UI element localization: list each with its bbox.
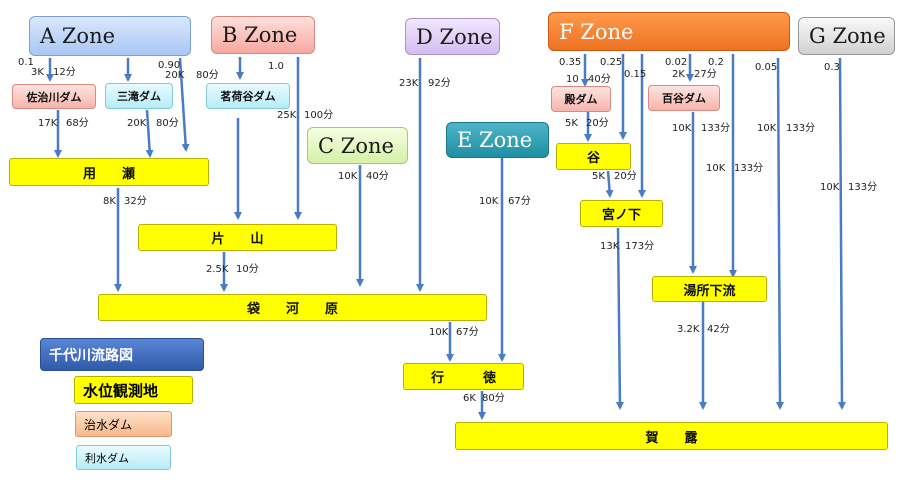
- label-yudo-time: 42分: [707, 324, 730, 335]
- dam-mitaki: 三滝ダム: [105, 83, 173, 109]
- label-g-dist: 10K: [820, 182, 840, 193]
- label-a-dist1: 3K: [31, 67, 44, 78]
- dam-shigadani: 茗荷谷ダム: [206, 83, 290, 109]
- label-fuku-dist: 10K: [429, 327, 449, 338]
- label-d-dist: 23K: [399, 78, 419, 89]
- label-b-coef: 1.0: [268, 61, 284, 72]
- label-miya-time: 173分: [625, 241, 655, 252]
- label-f-coef3: 0.15: [624, 69, 647, 80]
- label-f3-time: 133分: [786, 123, 816, 134]
- legend-station: 水位観測地: [74, 376, 193, 404]
- legend-title: 千代川流路図: [40, 338, 204, 371]
- label-tani-dist: 5K: [592, 171, 605, 182]
- zone-g: G Zone: [798, 17, 895, 55]
- label-gyotoku-time: 80分: [482, 393, 505, 404]
- station-katayama: 片 山: [138, 224, 337, 251]
- label-f3-dist: 10K: [757, 123, 777, 134]
- zone-e: E Zone: [446, 122, 549, 158]
- zone-a: A Zone: [29, 16, 191, 56]
- label-c-time: 40分: [366, 171, 389, 182]
- legend-flood-dam: 治水ダム: [75, 411, 172, 437]
- label-c-dist: 10K: [338, 171, 358, 182]
- label-tono-time: 20分: [586, 118, 609, 129]
- label-f-coef4: 0.02: [665, 57, 688, 68]
- zone-d: D Zone: [405, 18, 500, 55]
- label-f2-time: 133分: [734, 163, 764, 174]
- label-b-time2: 100分: [304, 110, 334, 121]
- label-b-time1: 80分: [196, 70, 219, 81]
- label-f-time1: 40分: [588, 74, 611, 85]
- label-f-coef2: 0.25: [600, 57, 623, 68]
- station-fukurogawara: 袋 河 原: [98, 294, 487, 321]
- label-d-time: 92分: [428, 78, 451, 89]
- label-sajigawa-dist: 17K: [38, 118, 58, 129]
- label-b-dist2: 25K: [277, 110, 297, 121]
- label-g-time: 133分: [848, 182, 878, 193]
- label-a-time1: 12分: [53, 67, 76, 78]
- dam-tono: 殿ダム: [551, 86, 611, 112]
- label-f-dist1: 10: [566, 74, 579, 85]
- station-yudokoro: 湯所下流: [652, 276, 767, 302]
- label-f-time4: 27分: [694, 69, 717, 80]
- label-fuku-time: 67分: [456, 327, 479, 338]
- station-mochigase: 用 瀬: [9, 158, 209, 186]
- label-mitaki-time: 80分: [156, 118, 179, 129]
- label-a-coef2: 0.90: [158, 60, 181, 71]
- label-mochigase-time: 32分: [124, 196, 147, 207]
- label-katayama-time: 10分: [236, 264, 259, 275]
- label-hyaku-dist: 10K: [672, 123, 692, 134]
- label-tono-dist: 5K: [565, 118, 578, 129]
- label-katayama-dist: 2.5K: [206, 264, 229, 275]
- dam-sajigawa: 佐治川ダム: [12, 84, 96, 109]
- legend-water-dam: 利水ダム: [76, 445, 171, 470]
- label-yudo-dist: 3.2K: [677, 324, 700, 335]
- station-miyanoshita: 宮ノ下: [580, 200, 663, 227]
- label-e-dist: 10K: [479, 196, 499, 207]
- label-hyaku-time: 133分: [701, 123, 731, 134]
- label-mitaki-dist: 20K: [127, 118, 147, 129]
- dam-hyakudani: 百谷ダム: [648, 85, 720, 111]
- label-f-dist4: 2K: [672, 69, 685, 80]
- label-mochigase-dist: 8K: [103, 196, 116, 207]
- zone-b: B Zone: [211, 16, 315, 54]
- label-g-coef: 0.3: [824, 62, 840, 73]
- label-a-dist2: 20K: [165, 70, 185, 81]
- label-sajigawa-time: 68分: [66, 118, 89, 129]
- label-gyotoku-dist: 6K: [463, 393, 476, 404]
- label-a-coef1: 0.1: [18, 57, 34, 68]
- station-gyotoku: 行 徳: [403, 363, 524, 390]
- label-f-coef5: 0.2: [708, 57, 724, 68]
- label-f-coef6: 0.05: [755, 62, 778, 73]
- label-tani-time: 20分: [614, 171, 637, 182]
- label-f-coef1: 0.35: [559, 57, 582, 68]
- station-kawara: 賀 露: [455, 422, 888, 450]
- label-f2-dist: 10K: [706, 163, 726, 174]
- label-e-time: 67分: [508, 196, 531, 207]
- zone-f: F Zone: [548, 12, 790, 51]
- station-tani: 谷: [556, 143, 631, 170]
- label-miya-dist: 13K: [600, 241, 620, 252]
- zone-c: C Zone: [307, 127, 408, 164]
